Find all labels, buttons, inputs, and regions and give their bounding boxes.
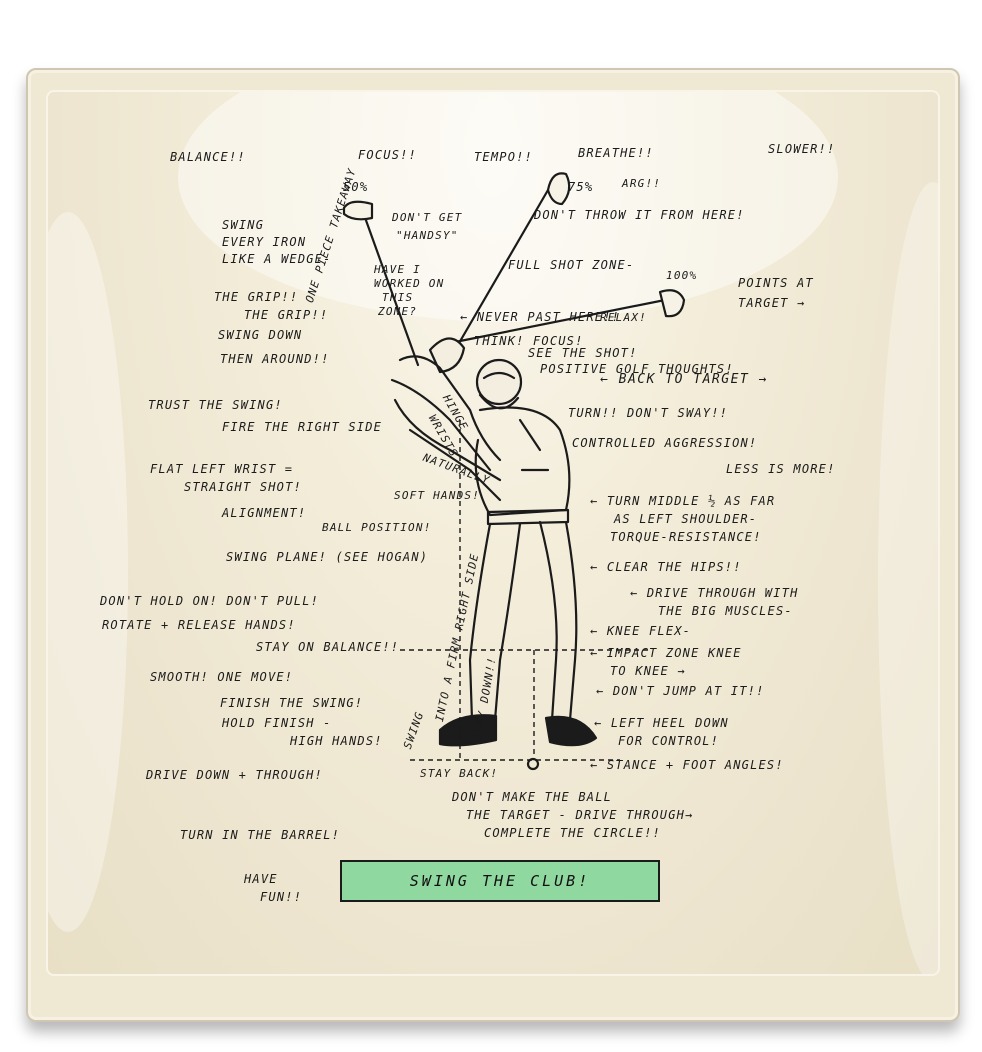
club-50-shaft [361,210,420,367]
note-balance: BALANCE!! [170,150,246,164]
club-head-100 [658,289,686,318]
note-full-shot-zone: FULL SHOT ZONE- [508,258,635,272]
note-drive-through: ← DRIVE THROUGH WITH [630,586,799,600]
note-hold-finish: HIGH HANDS! [290,734,383,748]
club-100-shaft [438,298,667,347]
note-left-heel: FOR CONTROL! [618,734,720,748]
note-never-past: ← NEVER PAST HERE!! [460,310,621,324]
note-dont-hold-on: DON'T HOLD ON! DON'T PULL! [100,594,320,608]
note-75-percent: 75% [568,180,594,194]
note-swing-down: THEN AROUND!! [220,352,330,366]
note-dont-make-ball: THE TARGET - DRIVE THROUGH→ [466,808,694,822]
note-drive-down: DRIVE DOWN + THROUGH! [146,768,323,782]
note-the-grip: THE GRIP!! [214,290,299,304]
swing-the-club-banner: SWING THE CLUB! [340,860,660,902]
note-have-i-worked: WORKED ON [374,277,445,290]
banner-text: SWING THE CLUB! [409,872,591,890]
note-finish-the-swing: FINISH THE SWING! [220,696,364,710]
note-stance: ← STANCE + FOOT ANGLES! [590,758,784,772]
note-stay-on-balance: STAY ON BALANCE!! [256,640,400,654]
note-think-focus: THINK! FOCUS! [474,334,584,348]
plate-face [46,90,940,976]
note-left-heel: ← LEFT HEEL DOWN [594,716,729,730]
note-have-i-worked: HAVE I [374,263,421,276]
club-head-75 [546,172,571,206]
note-alignment: ALIGNMENT! [222,506,307,520]
note-impact-zone: ← IMPACT ZONE KNEE [590,646,742,660]
note-have-fun: FUN!! [260,890,303,904]
note-dont-make-ball: DON'T MAKE THE BALL [452,790,613,804]
note-rotate-release: ROTATE + RELEASE HANDS! [102,618,296,632]
note-dont-get-handsy: "HANDSY" [396,229,459,242]
note-fire-right-side: FIRE THE RIGHT SIDE [222,420,383,434]
note-dont-throw: DON'T THROW IT FROM HERE! [534,208,745,222]
note-impact-zone: TO KNEE → [610,664,686,678]
note-have-fun: HAVE [244,872,278,886]
note-focus: FOCUS!! [358,148,417,162]
note-swing-every-iron: LIKE A WEDGE- [222,252,332,266]
note-dont-make-ball: COMPLETE THE CIRCLE!! [484,826,661,840]
club-75-shaft [453,188,550,352]
note-points-at-target: POINTS AT [738,276,814,290]
note-swing-every-iron: EVERY IRON [222,235,307,249]
note-turn-middle: AS LEFT SHOULDER- [614,512,758,526]
note-see-the-shot: SEE THE SHOT! [528,346,638,360]
note-the-grip: THE GRIP!! [244,308,329,322]
note-50-percent: 50% [343,180,369,194]
note-swing-down: SWING DOWN [218,328,303,342]
note-turn-dont-sway: TURN!! DON'T SWAY!! [568,406,729,420]
note-smooth: SMOOTH! ONE MOVE! [150,670,294,684]
note-controlled-aggression: CONTROLLED AGGRESSION! [572,436,758,450]
note-ball-position: BALL POSITION! [322,521,432,534]
club-head-50 [342,200,374,221]
note-breathe: BREATHE!! [578,146,654,160]
note-hold-finish: HOLD FINISH - [222,716,332,730]
note-trust-the-swing: TRUST THE SWING! [148,398,283,412]
note-flat-left-wrist: FLAT LEFT WRIST = [150,462,294,476]
note-100-percent: 100% [666,269,698,282]
note-arg: ARG!! [622,177,662,190]
note-tempo: TEMPO!! [474,150,533,164]
note-turn-middle: ← TURN MIDDLE ½ AS FAR [590,494,776,508]
note-slower: SLOWER!! [768,142,836,156]
note-have-i-worked: THIS [382,291,414,304]
note-flat-left-wrist: STRAIGHT SHOT! [184,480,302,494]
glass-plate [26,68,960,1022]
note-swing-every-iron: SWING [222,218,265,232]
note-have-i-worked: ZONE? [378,305,418,318]
note-positive-golf: POSITIVE GOLF THOUGHTS! [540,362,734,376]
note-clear-the-hips: ← CLEAR THE HIPS!! [590,560,742,574]
note-turn-in-barrel: TURN IN THE BARREL! [180,828,341,842]
note-knee-flex: ← KNEE FLEX- [590,624,692,638]
note-points-at-target: TARGET → [738,296,806,310]
note-dont-jump: ← DON'T JUMP AT IT!! [596,684,765,698]
note-drive-through: THE BIG MUSCLES- [658,604,793,618]
note-relax: RELAX! [600,311,647,324]
glare [178,92,838,322]
note-turn-middle: TORQUE-RESISTANCE! [610,530,762,544]
note-stay-back: STAY BACK! [420,767,499,780]
note-less-is-more: LESS IS MORE! [726,462,836,476]
note-swing-plane: SWING PLANE! (SEE HOGAN) [226,550,429,564]
note-soft-hands: SOFT HANDS! [394,489,481,502]
note-dont-get-handsy: DON'T GET [392,211,463,224]
note-back-to-target: ← BACK TO TARGET → [600,372,768,387]
